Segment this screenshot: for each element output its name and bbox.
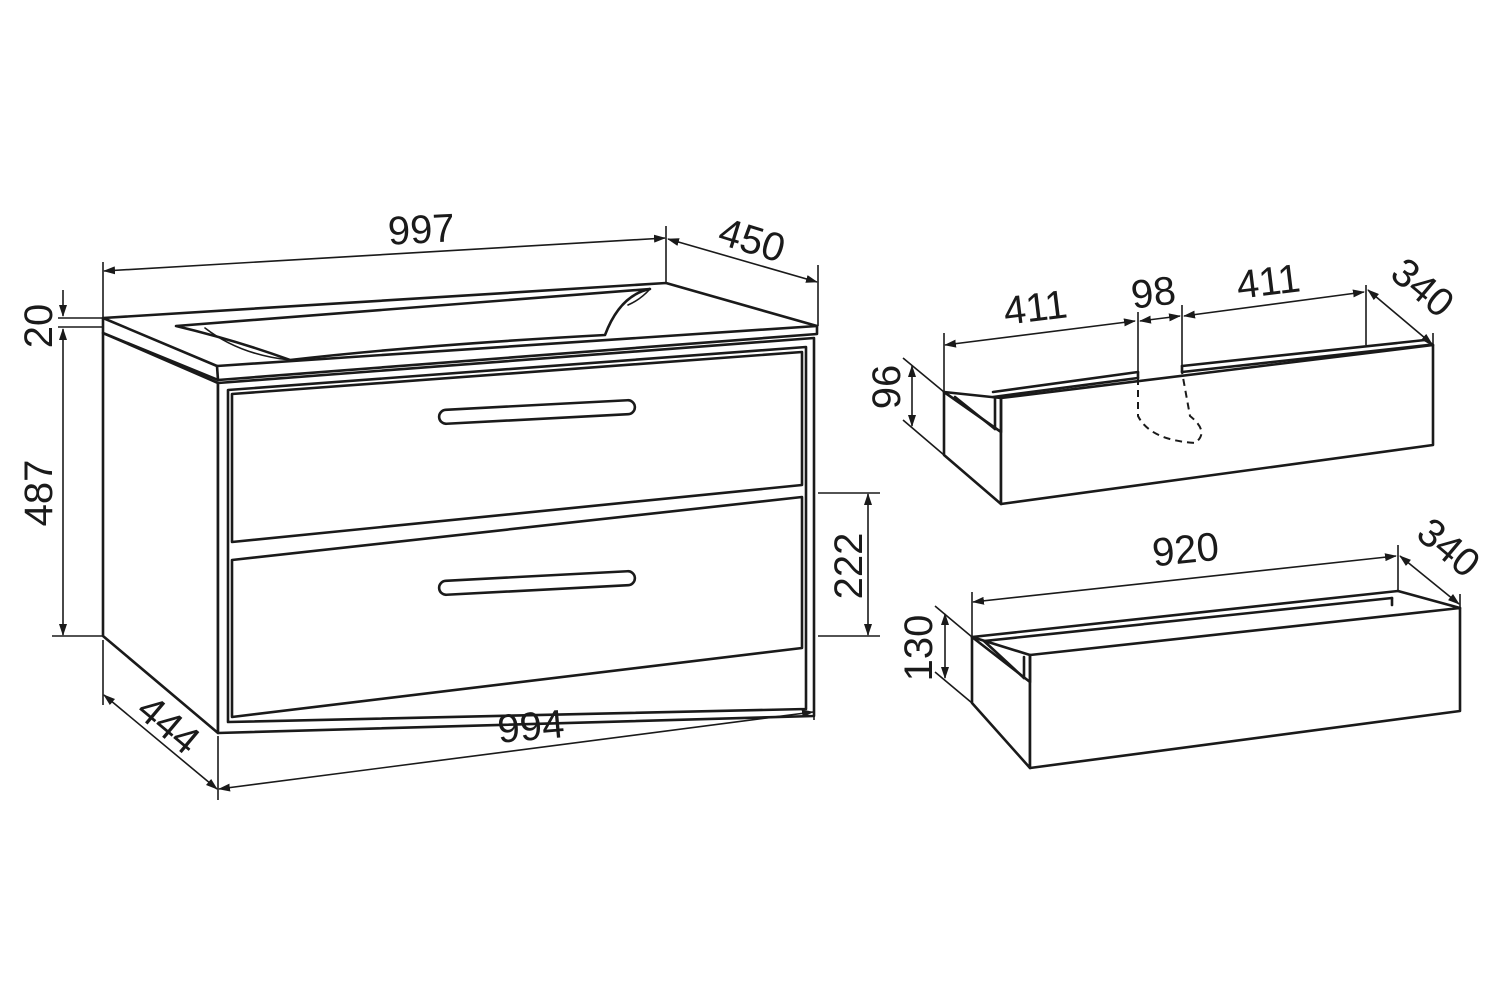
upper-drawer-dimensions: [902, 285, 1434, 456]
label-vanity-width-top: 997: [387, 206, 456, 253]
lower-drawer-box: [970, 589, 1462, 770]
label-upper-drawer-right-width: 411: [1234, 256, 1303, 307]
label-vanity-body-height: 487: [17, 460, 61, 527]
vanity-dimensions: [52, 226, 880, 800]
upper-drawer-box: [942, 338, 1435, 506]
cabinet-side-panel: [101, 331, 220, 735]
label-upper-drawer-left-width: 411: [1001, 282, 1070, 333]
upper-drawer-side: [942, 390, 1003, 506]
label-vanity-top-thickness: 20: [17, 304, 61, 349]
label-upper-drawer-depth: 340: [1383, 250, 1462, 327]
label-upper-drawer-cutout-width: 98: [1129, 269, 1179, 318]
label-vanity-width-bottom: 994: [496, 702, 566, 752]
upper-drawer-handle: [437, 398, 637, 426]
label-lower-drawer-height: 130: [897, 615, 941, 682]
drawer-cutout-outline: [1137, 371, 1203, 445]
cabinet-frame: [226, 345, 808, 724]
upper-drawer-front: [230, 350, 804, 544]
label-vanity-depth-top: 450: [713, 210, 790, 272]
label-upper-drawer-height: 96: [865, 365, 909, 410]
lower-drawer-front: [230, 495, 804, 719]
basin-outline: [174, 287, 652, 362]
upper-drawer-front-panel: [999, 343, 1435, 506]
vanity-cabinet: [101, 281, 819, 735]
label-drawer-front-height: 222: [827, 533, 871, 600]
lower-drawer-front-panel: [1028, 606, 1462, 770]
label-lower-drawer-depth: 340: [1409, 510, 1488, 587]
lower-drawer-handle: [437, 569, 637, 597]
label-lower-drawer-width: 920: [1150, 525, 1221, 576]
lower-drawer-dimensions: [934, 545, 1461, 704]
